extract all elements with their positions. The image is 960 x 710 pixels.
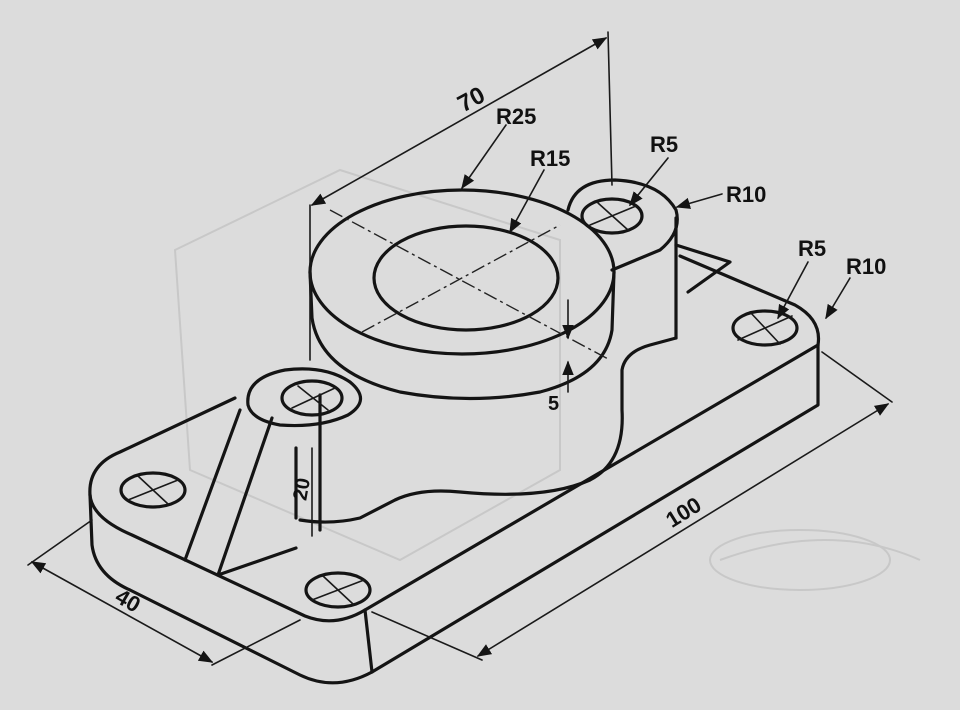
dim-r15: R15 — [530, 146, 570, 171]
right-lug-hole — [580, 197, 644, 235]
dim-r5-lug: R5 — [650, 132, 678, 157]
dim-40: 40 — [111, 584, 145, 618]
dim-r25: R25 — [496, 104, 536, 129]
base-plate — [88, 254, 821, 685]
dimension-lines — [27, 31, 893, 666]
left-lug — [246, 367, 363, 428]
dim-5: 5 — [548, 393, 559, 415]
dim-70: 70 — [453, 82, 489, 118]
corner-hole-right — [731, 309, 799, 347]
left-lug-hole — [280, 379, 344, 417]
ribs — [183, 243, 732, 577]
dimension-labels: 70 R25 R15 R5 R10 R5 R10 5 20 100 40 — [111, 82, 886, 618]
dim-r5-corner: R5 — [798, 236, 826, 261]
corner-hole-left — [119, 471, 187, 509]
ghost-background — [173, 168, 921, 591]
corner-hole-front — [304, 571, 372, 609]
dim-r10-lug: R10 — [726, 182, 766, 207]
corner-holes — [119, 309, 799, 609]
dim-100: 100 — [661, 492, 705, 533]
dim-r10-corner: R10 — [846, 254, 886, 279]
dim-20: 20 — [289, 476, 315, 502]
boss-bore — [372, 224, 560, 332]
